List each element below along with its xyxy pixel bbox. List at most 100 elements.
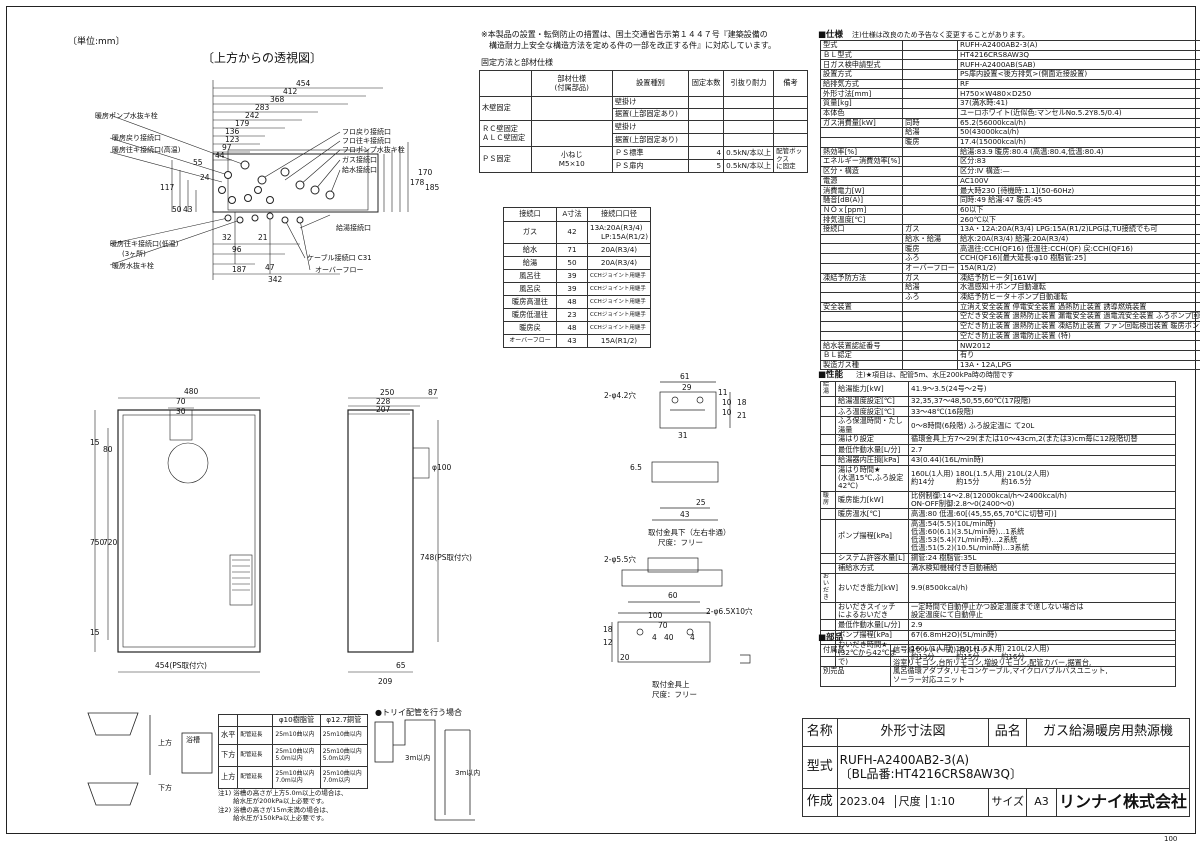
tb-product-label: 品名 [988,718,1028,747]
dim-242: 242 [245,111,260,120]
perf-label: 最低作動水量[L/分] [835,444,909,456]
fix-force-1: 0.5kN/本以上 [723,146,775,160]
front-dim-15a: 15 [90,438,100,447]
perf-group [820,601,836,621]
spec-value: 給湯:83.9 暖房:80.4 (高温:80.4,低温:80.4) [956,146,1200,158]
perf-value: 循環金具上方7〜29(または10〜43cm,2(または3)cm毎に12段階切替 [908,433,1176,446]
br-dim-43: 43 [680,510,690,519]
spec-value: 65.2(56000kcal/h) [956,117,1200,129]
pipe-horiz-copper: 25m10曲以内 [319,726,369,745]
perf-label: ふろ保温時間・たし湯量 [835,416,909,435]
spec-label [819,127,904,138]
label-heat-return: 暖房戻り接続口 [112,133,161,142]
perf-value: 160L(1人用) 180L(1.5人用) 210L(2人用) 約14分 約15… [908,464,1176,492]
perf-row: 給湯器内圧損[kPa]43(0.44)(16L/min時) [820,454,1176,466]
conn-heat-high-size: CCHジョイント用継手 [587,295,651,309]
perf-row: 湯はり設定循環金具上方7〜29(または10〜43cm,2(または3)cm毎に12… [820,433,1176,446]
dim-44: 44 [215,151,225,160]
perf-row: ポンプ揚程[kPa]67(6.8mH2O)(5L/min時) [820,629,1176,641]
spec-label: ＢＬ認定 [819,350,904,361]
parts-opt-value: 浴室リモコン,台所リモコン,増設リモコン,配管カバー,据置台, 風呂循環アダプタ… [890,656,1176,687]
pipe-r-up-len: 配管延長 [237,766,274,789]
br-dim-40: 40 [664,633,674,642]
spec-sublabel [902,195,958,206]
tb-name-label: 名称 [802,718,838,747]
spec-sublabel [902,98,958,109]
perf-value: 2.9 [908,619,1176,631]
pipe-3m-b: 3m以内 [455,768,480,777]
spec-row: エネルギー消費効率[%]区分:83 [819,156,1200,167]
fix-force-2: 0.5kN/本以上 [723,159,775,173]
spec-sublabel: ガス [902,272,958,284]
tb-scale-value: 1:10 [926,795,955,809]
perf-label: 暖房温水[℃] [835,508,909,520]
perf-value: 33〜48℃(16段階) [908,406,1176,418]
spec-sublabel: 給湯 [902,127,958,138]
side-dim-748: 748(PS取付穴) [420,552,472,562]
perf-label: 最低作動水量[L/分] [835,619,909,631]
spec-row: 質量[kg]37(満水時:41) [819,98,1200,109]
spec-label [819,330,904,342]
spec-value: RUFH-A2400AB2-3(A) [956,40,1200,51]
spec-label [819,282,904,293]
spec-label: 日ガス検申請型式 [819,59,904,71]
spec-label [819,291,904,303]
front-dim-480: 480 [184,387,199,396]
dim-32: 32 [222,233,232,242]
perf-group [820,562,836,575]
spec-row: 給水・給湯給水:20A(R3/4) 給湯:20A(R3/4) [819,233,1200,245]
tb-model-bl: 〔BL品番:HT4216CRS8AW3Q〕 [839,766,1022,781]
spec-sublabel [902,214,958,226]
spec-label [819,233,904,245]
perf-value: 2.7 [908,444,1176,456]
spec-value: 最大時230 [待機時:1.1](50-60Hz) [956,185,1200,196]
dim-454: 454 [296,79,311,88]
dim-97: 97 [222,143,232,152]
parts-table: 付属品信号線セット(一式),ねじセット 別売品浴室リモコン,台所リモコン,増設リ… [820,644,1176,687]
spec-sublabel: 給湯 [902,282,958,293]
br-dim-4b: 4 [690,633,695,642]
spec-sublabel: ふろ [902,291,958,303]
perf-group [820,454,836,466]
perf-group [820,406,836,418]
dim-368: 368 [270,95,285,104]
spec-value: 凍結予防ヒータ[161W] [956,272,1200,284]
dim-136: 136 [225,127,240,136]
perf-label: ふろ温度設定[℃] [835,406,909,418]
spec-row: 熱効率[%]給湯:83.9 暖房:80.4 (高温:80.4,低温:80.4) [819,146,1200,158]
fix-h-force: 引抜り耐力 [723,70,775,97]
front-side-drawing: 480 70 30 15 80 750 720 454(PS取付穴) 15 25… [90,387,472,686]
spec-value: 17.4(15000kcal/h) [956,136,1200,148]
spec-value: 空だき防止装置 過電防止装置 (特) [956,330,1200,342]
br-dim-29: 29 [682,383,692,392]
perf-label: 給湯器内圧損[kPa] [835,454,909,466]
pipe-up-copper: 25m10曲以内 7.0m以内 [319,766,369,789]
spec-label: 外形寸法[mm] [819,88,904,100]
spec-sublabel [902,301,958,313]
pipe-down-copper: 25m10曲以内 5.0m以内 [319,744,369,767]
br-dim-12: 12 [603,638,613,647]
perf-value: 43(0.44)(16L/min時) [908,454,1176,466]
spec-label [819,253,904,264]
label-overflow: オーバーフロー [315,266,364,274]
spec-row: ＮＯｘ[ppm]60以下 [819,204,1200,216]
fix-wood: 木壁固定 [479,96,532,121]
pipe-h-copper: φ12.7銅管 [319,714,369,727]
dim-178: 178 [410,178,425,187]
label-bath-return: フロ戻り接続口 [342,127,391,136]
side-dim-65: 65 [396,661,406,670]
title-block: 名称 外形寸法図 品名 ガス給湯暖房用熱源機 型式 RUFH-A2400AB2-… [802,718,1191,817]
perf-row: 給湯給湯能力[kW]41.9〜3.5(24号〜2号) [820,381,1176,397]
spec-sublabel: オーバーフロー [902,262,958,274]
side-dim-209: 209 [378,677,393,686]
spec-sublabel [902,175,958,187]
spec-sublabel [902,146,958,158]
perf-value: 41.9〜3.5(24号〜2号) [908,381,1176,397]
tb-size-label: サイズ [988,788,1028,817]
perf-value: 0〜8時間(6段階) ふろ設定温に て20L [908,416,1176,435]
